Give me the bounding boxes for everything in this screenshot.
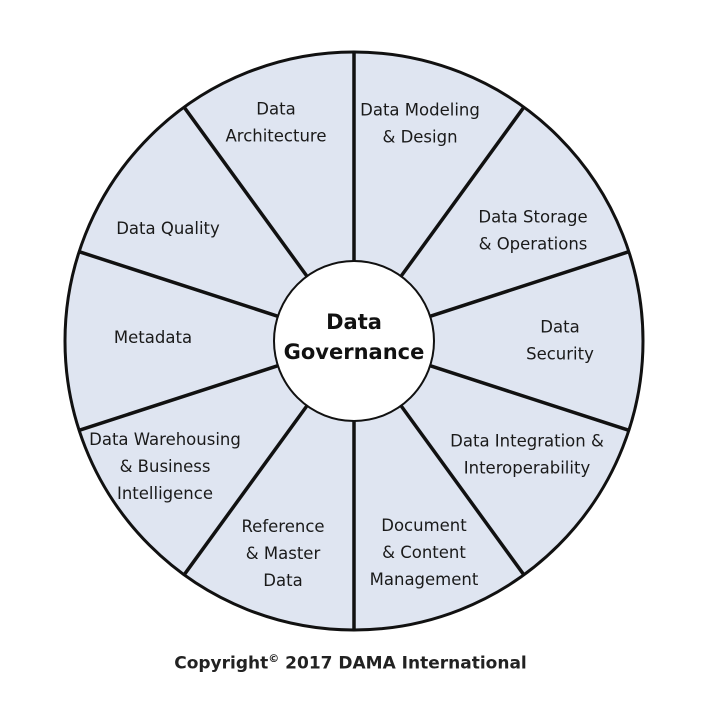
segment-divider: [182, 106, 309, 278]
segment-label-line: Data Warehousing: [89, 430, 241, 449]
segment-divider: [399, 106, 526, 278]
segment-label-line: & Master: [246, 544, 321, 563]
segment-label-line: Reference: [241, 517, 324, 536]
segment-label-line: Interoperability: [464, 459, 591, 478]
center-label-line: Data: [326, 310, 382, 334]
segment-label-line: & Content: [382, 543, 466, 562]
segment-label-line: Metadata: [114, 328, 192, 347]
center-circle: [273, 260, 435, 422]
segment-label-line: Data Quality: [116, 219, 220, 238]
segment-label-line: Data: [263, 571, 302, 590]
segment-divider: [78, 364, 279, 432]
segment-label: Data Integration & Interoperability: [450, 432, 604, 478]
copyright-suffix: 2017 DAMA International: [279, 653, 527, 674]
segment-label: Data Modeling & Design: [360, 101, 480, 147]
segment-divider: [429, 364, 630, 432]
segment-label-line: & Design: [382, 128, 457, 147]
segment-label-line: & Business: [120, 457, 211, 476]
segment-label-line: Document: [381, 516, 467, 535]
segment-label-line: Data Integration &: [450, 432, 604, 451]
segment-label-line: Intelligence: [117, 484, 213, 503]
segment-label-line: Security: [526, 345, 594, 364]
segment-label-line: Data: [540, 318, 579, 337]
segment-label-line: Management: [370, 570, 479, 589]
segment-label-line: Data Storage: [478, 208, 587, 227]
center-label-line: Governance: [284, 340, 425, 364]
segment-divider: [399, 404, 526, 576]
segment-label-line: Data: [256, 100, 295, 119]
copyright-prefix: Copyright: [174, 653, 269, 674]
segment-divider: [429, 250, 630, 318]
segment-label: Data Storage & Operations: [478, 208, 587, 254]
copyright-notice: Copyright© 2017 DAMA International: [0, 652, 701, 674]
segment-label: Data Quality: [116, 219, 220, 238]
segment-label-line: & Operations: [479, 235, 588, 254]
segment-divider: [182, 404, 309, 576]
segment-label: Metadata: [114, 328, 192, 347]
segment-label-line: Architecture: [225, 127, 326, 146]
segment-label-line: Data Modeling: [360, 101, 480, 120]
segment-divider: [78, 250, 279, 318]
copyright-symbol: ©: [268, 652, 280, 665]
